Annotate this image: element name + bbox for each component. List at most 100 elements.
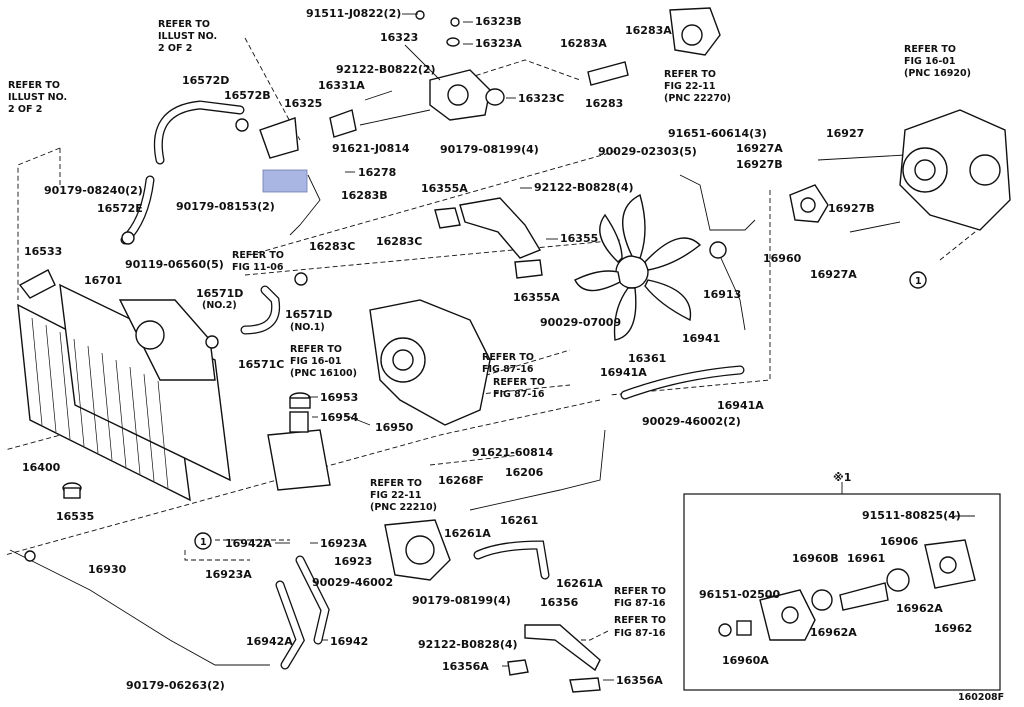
label-16323b[interactable]: 16323B <box>475 15 522 28</box>
label-16571d-1[interactable]: 16571D <box>196 287 243 300</box>
label-91621-60814[interactable]: 91621-60814 <box>472 446 553 459</box>
label-16356[interactable]: 16356 <box>540 596 579 609</box>
label-16323a[interactable]: 16323A <box>475 37 522 50</box>
label-16930[interactable]: 16930 <box>88 563 127 576</box>
label-16962a-1[interactable]: 16962A <box>896 602 943 615</box>
ref-fig-16-01-b-2[interactable]: FIG 16-01 <box>290 356 342 367</box>
oil-cooler-hose-16941[interactable] <box>620 365 745 400</box>
label-16923[interactable]: 16923 <box>334 555 372 568</box>
heater-pipe-16206[interactable] <box>469 429 606 511</box>
label-16355[interactable]: 16355 <box>560 232 598 245</box>
label-16356a-2[interactable]: 16356A <box>616 674 663 687</box>
label-91621-j0814[interactable]: 91621-J0814 <box>332 142 410 155</box>
label-91511-80825[interactable]: 91511-80825(4) <box>862 509 961 522</box>
water-outlet-housing[interactable] <box>429 69 505 121</box>
label-16942a-1[interactable]: 16942A <box>225 537 272 550</box>
label-16942[interactable]: 16942 <box>330 635 368 648</box>
water-inlet-pipe[interactable] <box>259 117 299 159</box>
label-90179-08199-b[interactable]: 90179-08199(4) <box>412 594 511 607</box>
label-16323c[interactable]: 16323C <box>518 92 564 105</box>
gasket-16356a[interactable] <box>507 659 601 693</box>
label-90029-02303[interactable]: 90029-02303(5) <box>598 145 697 158</box>
label-16283a-2[interactable]: 16283A <box>625 24 672 37</box>
label-16960a[interactable]: 16960A <box>722 654 769 667</box>
ref-fig-22-11-a-3[interactable]: (PNC 22270) <box>664 93 731 104</box>
lower-radiator-hose[interactable] <box>240 285 281 335</box>
ref-fig-22-11-a-2[interactable]: FIG 22-11 <box>664 81 716 92</box>
label-16572b[interactable]: 16572B <box>224 89 271 102</box>
label-90029-46002[interactable]: 90029-46002 <box>312 576 393 589</box>
ref-illust-a-3[interactable]: 2 OF 2 <box>158 43 192 54</box>
label-90179-08240[interactable]: 90179-08240(2) <box>44 184 143 197</box>
highlighted-part-16278[interactable] <box>262 169 308 193</box>
ref-fig-87-16-b-1[interactable]: REFER TO <box>493 377 545 388</box>
ref-illust-b-2[interactable]: ILLUST NO. <box>8 92 67 103</box>
ref-fig-16-01-b-3[interactable]: (PNC 16100) <box>290 368 357 379</box>
thermostat[interactable] <box>329 109 357 138</box>
label-16927a-2[interactable]: 16927A <box>810 268 857 281</box>
label-92122-b0828-b[interactable]: 92122-B0828(4) <box>418 638 518 651</box>
ref-fig-11-06-2[interactable]: FIG 11-06 <box>232 262 284 273</box>
heater-valve[interactable] <box>669 7 721 56</box>
label-92122-b0822[interactable]: 92122-B0822(2) <box>336 63 436 76</box>
small-bolts-top[interactable] <box>364 10 460 101</box>
label-16261a-2[interactable]: 16261A <box>556 577 603 590</box>
ref-fig-87-16-b-2[interactable]: FIG 87-16 <box>493 389 545 400</box>
label-16356a-1[interactable]: 16356A <box>442 660 489 673</box>
ref-fig-22-11-b-3[interactable]: (PNC 22210) <box>370 502 437 513</box>
label-16941a-2[interactable]: 16941A <box>717 399 764 412</box>
label-16325[interactable]: 16325 <box>284 97 322 110</box>
ref-fig-87-16-a-2[interactable]: FIG 87-16 <box>482 364 534 375</box>
ref-fig-87-16-c-1[interactable]: REFER TO <box>614 586 666 597</box>
label-16206[interactable]: 16206 <box>505 466 544 479</box>
label-16571d-2[interactable]: 16571D <box>285 308 332 321</box>
gasket-16355a[interactable] <box>434 207 543 279</box>
label-90179-08153[interactable]: 90179-08153(2) <box>176 200 275 213</box>
label-16278[interactable]: 16278 <box>358 166 396 179</box>
label-16355a-1[interactable]: 16355A <box>421 182 468 195</box>
label-16941a-1[interactable]: 16941A <box>600 366 647 379</box>
label-16283b[interactable]: 16283B <box>341 189 388 202</box>
label-16268f[interactable]: 16268F <box>438 474 484 487</box>
label-90029-07009[interactable]: 90029-07009 <box>540 316 621 329</box>
label-16572e[interactable]: 16572E <box>97 202 143 215</box>
label-16571c[interactable]: 16571C <box>238 358 284 371</box>
label-16927b-1[interactable]: 16927B <box>736 158 783 171</box>
oil-cooler-tube-16930[interactable] <box>9 549 270 666</box>
ref-fig-16-01-a-2[interactable]: FIG 16-01 <box>904 56 956 67</box>
label-16960[interactable]: 16960 <box>763 252 802 265</box>
label-16261[interactable]: 16261 <box>500 514 538 527</box>
label-16942a-2[interactable]: 16942A <box>246 635 293 648</box>
label-16701[interactable]: 16701 <box>84 274 122 287</box>
label-16572d[interactable]: 16572D <box>182 74 229 87</box>
label-16535[interactable]: 16535 <box>56 510 94 523</box>
ref-fig-87-16-d-1[interactable]: REFER TO <box>614 615 666 626</box>
label-90179-08199-a[interactable]: 90179-08199(4) <box>440 143 539 156</box>
inset-water-pump-body[interactable] <box>718 539 976 641</box>
reservoir-tank-16950[interactable] <box>267 411 331 491</box>
label-16962[interactable]: 16962 <box>934 622 972 635</box>
hose-clamps[interactable] <box>121 118 308 349</box>
ref-fig-87-16-d-2[interactable]: FIG 87-16 <box>614 628 666 639</box>
label-16923a-2[interactable]: 16923A <box>205 568 252 581</box>
ref-fig-22-11-b-1[interactable]: REFER TO <box>370 478 422 489</box>
label-16962a-2[interactable]: 16962A <box>810 626 857 639</box>
label-16927b-2[interactable]: 16927B <box>828 202 875 215</box>
label-90029-46002-2[interactable]: 90029-46002(2) <box>642 415 741 428</box>
label-16961[interactable]: 16961 <box>847 552 885 565</box>
ref-illust-b-1[interactable]: REFER TO <box>8 80 60 91</box>
label-92122-b0828-a[interactable]: 92122-B0828(4) <box>534 181 634 194</box>
label-16283c-1[interactable]: 16283C <box>309 240 355 253</box>
label-16953[interactable]: 16953 <box>320 391 358 404</box>
fan-bracket-16913[interactable] <box>679 174 756 331</box>
label-16283[interactable]: 16283 <box>585 97 623 110</box>
heater-hoses-16942[interactable] <box>275 555 330 670</box>
ref-fig-87-16-a-1[interactable]: REFER TO <box>482 352 534 363</box>
heater-hose-16283[interactable] <box>587 61 629 86</box>
ref-fig-22-11-b-2[interactable]: FIG 22-11 <box>370 490 422 501</box>
label-90119-06560[interactable]: 90119-06560(5) <box>125 258 224 271</box>
label-16283c-2[interactable]: 16283C <box>376 235 422 248</box>
ref-fig-16-01-a-1[interactable]: REFER TO <box>904 44 956 55</box>
bypass-pipe-16278[interactable] <box>289 174 321 236</box>
cooling-fan-16361[interactable] <box>574 193 702 341</box>
